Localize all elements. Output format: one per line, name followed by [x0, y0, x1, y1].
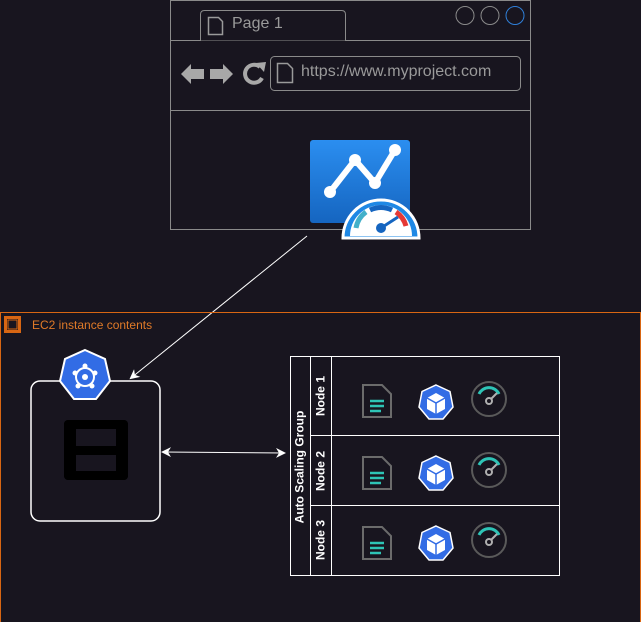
ec2-container-label: EC2 instance contents [32, 318, 153, 332]
browser-tab-label: Page 1 [232, 15, 283, 32]
connector-eks-to-asg [161, 447, 286, 458]
address-bar[interactable] [270, 56, 521, 91]
node-1-label: Node 1 [313, 376, 328, 417]
url-text[interactable]: https://www.myproject.com [301, 63, 492, 80]
tab-page-icon [207, 16, 224, 36]
window-control-circle-1[interactable] [455, 6, 475, 25]
forward-arrow-icon[interactable] [210, 64, 233, 84]
node-1-document-icon [362, 384, 392, 418]
node-2-monitoring-gauge-icon [471, 452, 507, 488]
kubernetes-control-plane-icon [58, 348, 112, 400]
browser-tab[interactable] [200, 10, 346, 41]
ec2-chip-icon [4, 316, 21, 333]
node-3-monitoring-gauge-icon [471, 522, 507, 558]
window-control-circle-2[interactable] [480, 6, 500, 25]
node-3-document-icon [362, 526, 392, 560]
reload-icon[interactable] [243, 62, 266, 85]
performance-gauge-icon [341, 198, 421, 240]
node-1-monitoring-gauge-icon [471, 381, 507, 417]
node-3-kubernetes-node-icon [418, 525, 454, 561]
node-2-label: Node 2 [313, 451, 328, 492]
node-2-kubernetes-node-icon [418, 455, 454, 491]
auto-scaling-group-table [290, 356, 560, 576]
eks-logo-icon [64, 420, 128, 480]
window-control-circle-3[interactable] [505, 6, 525, 25]
node-2-document-icon [362, 456, 392, 490]
back-arrow-icon[interactable] [181, 64, 204, 84]
connector-app-to-eks [129, 235, 308, 380]
node-3-label: Node 3 [313, 520, 328, 561]
asg-group-label: Auto Scaling Group [292, 410, 307, 524]
node-1-kubernetes-node-icon [418, 384, 454, 420]
url-page-icon [276, 62, 294, 84]
